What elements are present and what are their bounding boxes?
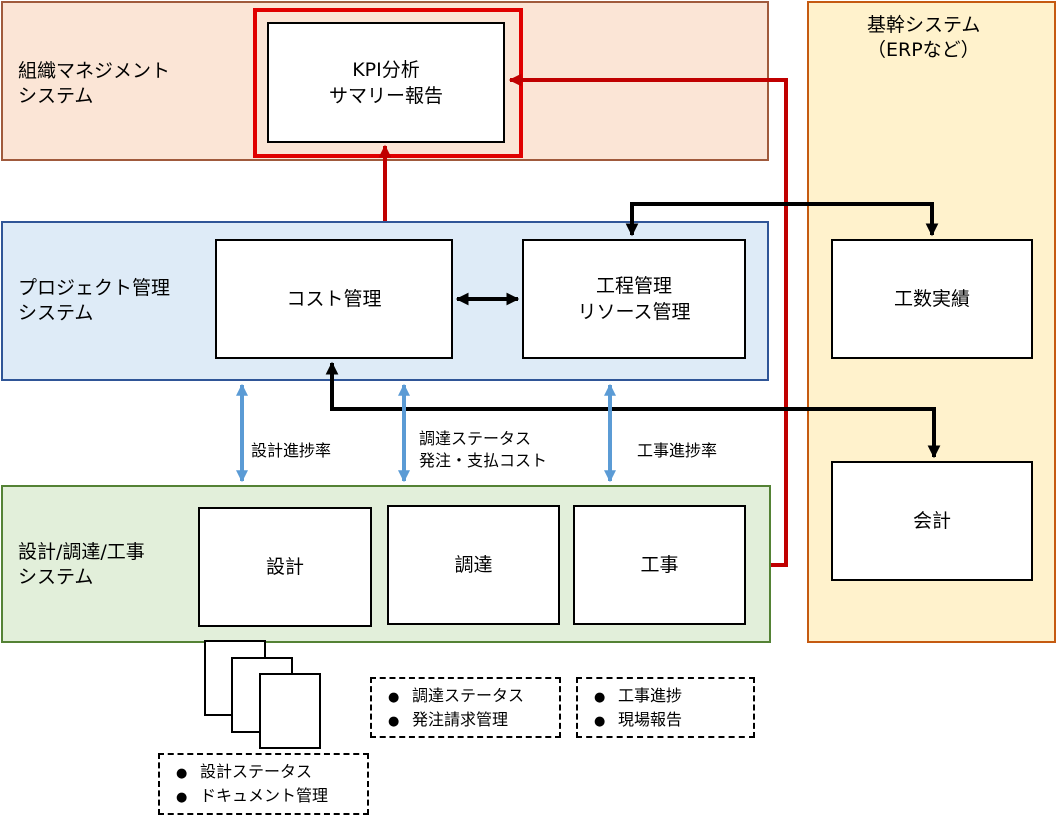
construction-progress-label: 工事進捗率	[637, 441, 718, 460]
project-management-title: プロジェクト管理 システム	[18, 277, 171, 324]
accounting-box: 会計	[831, 461, 1033, 581]
list-item: 設計ステータス	[176, 761, 359, 785]
cost-accounting-arrow	[325, 361, 941, 459]
cost-management-box: コスト管理	[215, 239, 453, 359]
list-item: 工事進捗	[594, 685, 745, 709]
list-item: ドキュメント管理	[176, 785, 359, 809]
org-management-title: 組織マネジメント システム	[18, 60, 171, 107]
design-box: 設計	[198, 507, 372, 627]
list-item: 発注請求管理	[388, 709, 551, 733]
document-stack-icon-front	[259, 673, 321, 749]
procurement-notes-box: 調達ステータス 発注請求管理	[370, 677, 561, 738]
design-system-title: 設計/調達/工事 システム	[18, 541, 145, 588]
construction-notes-box: 工事進捗 現場報告	[576, 677, 755, 738]
kpi-summary-box: KPI分析 サマリー報告	[267, 22, 505, 143]
schedule-manhours-arrow	[625, 202, 939, 237]
construction-box: 工事	[573, 505, 746, 625]
procurement-status-label: 調達ステータス 発注・支払コスト	[419, 429, 548, 470]
design-notes-box: 設計ステータス ドキュメント管理	[158, 753, 369, 815]
list-item: 調達ステータス	[388, 685, 551, 709]
list-item: 現場報告	[594, 709, 745, 733]
erp-title: 基幹システム （ERPなど）	[867, 14, 981, 61]
design-progress-label: 設計進捗率	[251, 441, 332, 460]
manhours-box: 工数実績	[831, 239, 1033, 359]
construction-to-kpi-arrow	[508, 73, 788, 567]
procurement-box: 調達	[387, 505, 560, 625]
schedule-resource-box: 工程管理 リソース管理	[522, 239, 746, 359]
